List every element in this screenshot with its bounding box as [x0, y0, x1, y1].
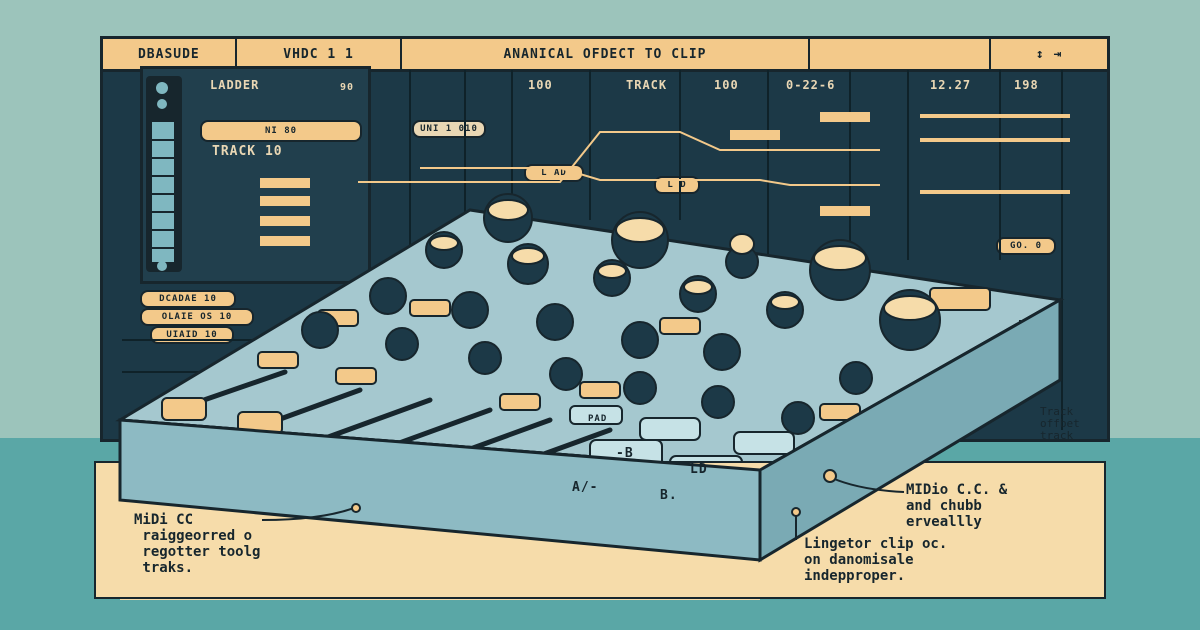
automation-block: [260, 236, 310, 246]
time-label: 12.27: [930, 78, 972, 92]
button-a-label: A/-: [572, 480, 599, 495]
callout-pointer: [831, 477, 905, 493]
clip-tag-4[interactable]: GO. 0: [996, 237, 1056, 255]
inspector-dot: [157, 99, 167, 109]
pad-button: [579, 381, 621, 399]
knob: [621, 321, 659, 359]
automation-curve: [358, 131, 880, 183]
left-tag-1[interactable]: DCADAE 10: [140, 290, 236, 308]
knob: [549, 357, 583, 391]
callout-pointer: [261, 507, 355, 521]
inspector-dot: [157, 261, 167, 271]
header-segment-3[interactable]: ANANICAL OFDECT TO CLIP: [402, 39, 810, 69]
pad-button: [929, 287, 991, 311]
pad-button: [659, 317, 701, 335]
header-segment-2[interactable]: VHDC 1 1: [237, 39, 403, 69]
pad-button: [257, 351, 299, 369]
ladder-value: 90: [340, 82, 355, 93]
callout-left: MiDi CC raiggeorred o regotter toolg tra…: [134, 512, 261, 576]
header-segment-4[interactable]: [810, 39, 992, 69]
header-bar: DBASUDE VHDC 1 1 ANANICAL OFDECT TO CLIP…: [100, 36, 1110, 72]
left-tag-2[interactable]: OLAIE OS 10: [140, 308, 254, 326]
knob: [781, 401, 815, 435]
automation-block: [260, 178, 310, 188]
automation-line: [920, 114, 1070, 118]
button-b-label: -B: [616, 446, 634, 461]
automation-curve: [420, 167, 880, 186]
knob: [701, 385, 735, 419]
range-label: 0-22-6: [786, 78, 836, 92]
side-note: Track offbet track: [1040, 405, 1080, 442]
automation-line: [920, 190, 1070, 194]
automation-block: [260, 196, 310, 206]
knob: [369, 277, 407, 315]
inspector-tag[interactable]: NI 80: [200, 120, 362, 142]
pad-label: PAD: [588, 414, 608, 424]
transport-button: [733, 431, 795, 455]
track-column-label: TRACK: [626, 78, 668, 92]
inspector-dot: [156, 82, 168, 94]
fader-cap: [161, 397, 207, 421]
pad-button: [499, 393, 541, 411]
track-10-label: TRACK 10: [212, 144, 283, 159]
column-100-label: 100: [528, 78, 553, 92]
button-ld-label: LD: [690, 462, 708, 477]
knob: [301, 311, 339, 349]
knob: [536, 303, 574, 341]
transport-button: [639, 417, 701, 441]
automation-block: [260, 216, 310, 226]
pad-button: [335, 367, 377, 385]
callout-middle: Lingetor clip oc. on danomisale indeppro…: [804, 536, 948, 584]
knob: [385, 327, 419, 361]
knob: [839, 361, 873, 395]
value-198-label: 198: [1014, 78, 1039, 92]
column-100b-label: 100: [714, 78, 739, 92]
header-segment-1[interactable]: DBASUDE: [103, 39, 237, 69]
button-b2-label: B.: [660, 488, 678, 503]
clip-block: [820, 206, 870, 216]
clip-block: [730, 130, 780, 140]
clip-block: [820, 112, 870, 122]
knob: [703, 333, 741, 371]
knob: [451, 291, 489, 329]
header-segment-5[interactable]: ↕ ⇥: [1035, 46, 1063, 62]
inspector-meter: [152, 122, 174, 262]
fader-track: [317, 397, 433, 443]
pad-button: [409, 299, 451, 317]
clip-tag-1[interactable]: UNI 1 010: [412, 120, 486, 138]
knob: [468, 341, 502, 375]
ladder-label: LADDER: [210, 78, 260, 92]
knob: [623, 371, 657, 405]
automation-line: [920, 138, 1070, 142]
transport-button: [569, 405, 623, 425]
callout-right: MIDio C.C. & and chubb erveallly: [906, 482, 1008, 530]
